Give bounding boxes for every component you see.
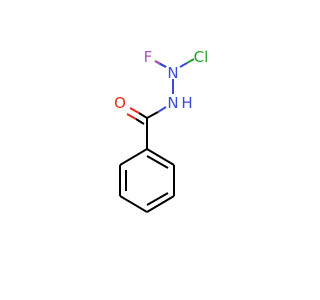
bond-nh-c-b (146, 111, 159, 119)
atom-label-layer: F Cl N N H O (114, 48, 208, 112)
atom-n-top: N (167, 64, 178, 82)
bond-f-n-colored (154, 60, 161, 65)
atom-n-amide: N (167, 94, 178, 112)
bond-nh-c-a (157, 106, 167, 113)
atom-h: H (181, 94, 192, 112)
bond-c-o-1b (129, 107, 140, 114)
bond-n-cl-a (179, 62, 188, 68)
ring-bond-6 (146, 148, 175, 166)
atom-cl: Cl (194, 48, 209, 66)
ring-bond-4 (146, 195, 175, 213)
bond-c-o-1a (138, 112, 148, 119)
bond-layer (119, 58, 195, 213)
bond-n-cl-b (186, 58, 195, 64)
bond-c-o-2a (135, 118, 145, 125)
bond-c-o-2b (126, 113, 137, 120)
atom-f: F (144, 48, 153, 66)
bond-f-n-colored-2 (159, 63, 167, 68)
molecule-diagram: F Cl N N H O (114, 48, 208, 213)
atom-o: O (114, 94, 126, 112)
ring-bond-1 (119, 148, 148, 166)
ring-double-3 (146, 155, 169, 169)
ring-double-2 (146, 192, 169, 206)
structure-canvas: F Cl N N H O (114, 48, 208, 213)
ring-bond-3 (119, 195, 148, 213)
